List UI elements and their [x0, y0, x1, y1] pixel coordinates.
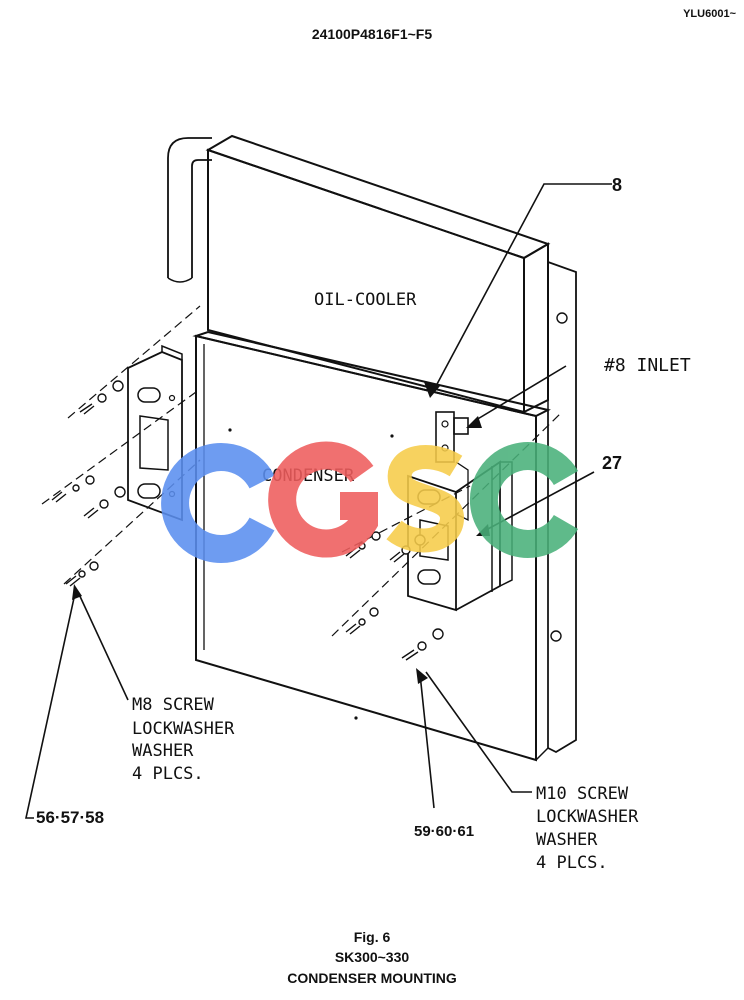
- m10-fastener-note: M10 SCREW LOCKWASHER WASHER 4 PLCS.: [536, 784, 639, 873]
- svg-text:4 PLCS.: 4 PLCS.: [132, 764, 204, 784]
- callout-items-m8: 56·57·58: [36, 808, 104, 827]
- svg-text:WASHER: WASHER: [132, 741, 194, 761]
- figure-title: CONDENSER MOUNTING: [287, 970, 457, 986]
- doc-code: YLU6001~: [683, 8, 736, 20]
- model-range: SK300~330: [335, 949, 410, 965]
- inlet-label: #8 INLET: [604, 355, 691, 376]
- oil-cooler-label: OIL-COOLER: [314, 290, 417, 310]
- svg-text:LOCKWASHER: LOCKWASHER: [536, 807, 639, 827]
- back-mounting-plate: [547, 261, 577, 754]
- left-bracket: [127, 344, 183, 522]
- leader-lines: [25, 183, 612, 819]
- svg-text:LOCKWASHER: LOCKWASHER: [132, 719, 235, 739]
- inlet-hose: [167, 137, 212, 283]
- callout-items-m10: 59·60·61: [414, 823, 474, 840]
- svg-text:4 PLCS.: 4 PLCS.: [536, 853, 608, 873]
- callout-item-8: 8: [612, 175, 622, 195]
- figure-number: Fig. 6: [354, 929, 391, 945]
- m8-fastener-note: M8 SCREW LOCKWASHER WASHER 4 PLCS.: [132, 695, 235, 784]
- cgsc-watermark: [161, 441, 579, 563]
- part-number: 24100P4816F1~F5: [312, 26, 432, 42]
- callout-item-27: 27: [602, 453, 622, 473]
- svg-text:M10 SCREW: M10 SCREW: [536, 784, 629, 804]
- svg-text:WASHER: WASHER: [536, 830, 598, 850]
- fasteners: [51, 380, 444, 661]
- svg-text:M8 SCREW: M8 SCREW: [132, 695, 215, 715]
